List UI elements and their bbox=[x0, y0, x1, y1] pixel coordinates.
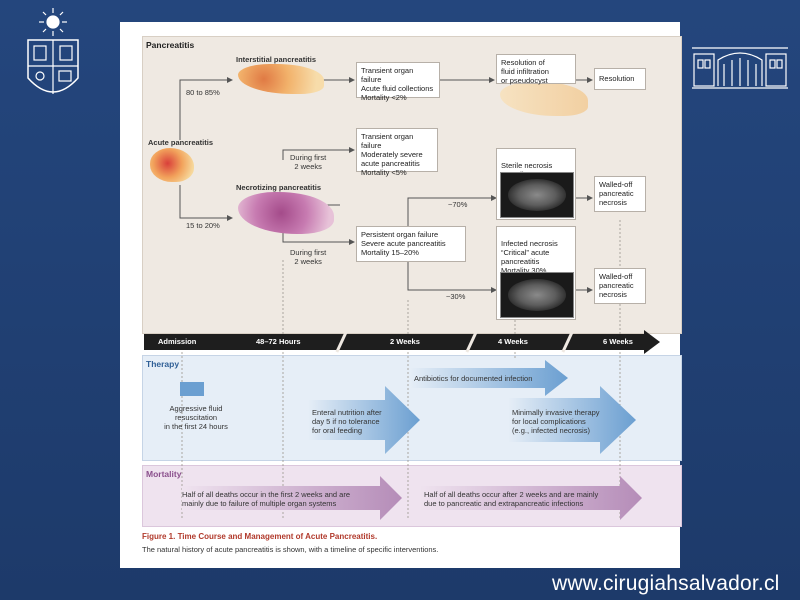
pct-interstitial: 80 to 85% bbox=[186, 88, 220, 97]
acute-label: Acute pancreatitis bbox=[148, 138, 214, 147]
timeline-arrowhead bbox=[644, 330, 660, 354]
website-url[interactable]: www.cirugiahsalvador.cl bbox=[552, 572, 780, 595]
therapy-enteral-text: Enteral nutrition after day 5 if no tole… bbox=[312, 408, 382, 435]
timeline-bar bbox=[144, 334, 644, 350]
therapy-antibiotics-text: Antibiotics for documented infection bbox=[414, 374, 533, 383]
timeline-48-72-hours: 48–72 Hours bbox=[256, 337, 301, 346]
necrotizing-label: Necrotizing pancreatitis bbox=[236, 183, 322, 192]
section-therapy-heading: Therapy bbox=[146, 359, 180, 369]
resolution-fluid-box: Resolution of fluid infiltration or pseu… bbox=[496, 54, 576, 85]
section-mortality-heading: Mortality bbox=[146, 469, 182, 479]
figure-caption-title: Figure 1. Time Course and Management of … bbox=[142, 532, 378, 541]
walled-off-box-2: Walled-off pancreatic necrosis bbox=[594, 268, 646, 304]
infected-ct-scan-image bbox=[500, 272, 574, 318]
pct-necrotizing: 15 to 20% bbox=[186, 221, 220, 230]
resolution-box: Resolution bbox=[594, 68, 646, 90]
timeline-4-weeks: 4 Weeks bbox=[498, 337, 528, 346]
interstitial-label: Interstitial pancreatitis bbox=[236, 55, 317, 64]
pct-30: ~30% bbox=[446, 292, 466, 301]
mortality-late-text: Half of all deaths occur after 2 weeks a… bbox=[424, 490, 599, 508]
pct-70: ~70% bbox=[448, 200, 468, 209]
timeline-6-weeks: 6 Weeks bbox=[603, 337, 633, 346]
infected-necrosis-text: Infected necrosis “Critical” acute pancr… bbox=[501, 239, 558, 275]
during-first-label-2: During first 2 weeks bbox=[290, 248, 327, 266]
during-first-label-1: During first 2 weeks bbox=[290, 153, 327, 171]
walled-off-box-1: Walled-off pancreatic necrosis bbox=[594, 176, 646, 212]
section-pancreatitis-heading: Pancreatitis bbox=[146, 40, 195, 50]
mortality-early-text: Half of all deaths occur in the first 2 … bbox=[182, 490, 351, 508]
transient-moderate-box: Transient organ failure Moderately sever… bbox=[356, 128, 438, 177]
transient-acute-box: Transient organ failure Acute fluid coll… bbox=[356, 62, 440, 102]
therapy-fluid-text: Aggressive fluid resuscitation in the fi… bbox=[164, 404, 228, 431]
timeline-admission: Admission bbox=[158, 337, 197, 346]
hospital-building-logo bbox=[692, 47, 788, 89]
university-seal-logo bbox=[27, 8, 79, 94]
persistent-organ-failure-box: Persistent organ failure Severe acute pa… bbox=[356, 226, 466, 262]
therapy-minimally-invasive-text: Minimally invasive therapy for local com… bbox=[512, 408, 600, 435]
timeline-2-weeks: 2 Weeks bbox=[390, 337, 420, 346]
sterile-ct-scan-image bbox=[500, 172, 574, 218]
acute-pancreas-illustration bbox=[150, 148, 194, 182]
figure-caption-body: The natural history of acute pancreatiti… bbox=[142, 545, 439, 554]
